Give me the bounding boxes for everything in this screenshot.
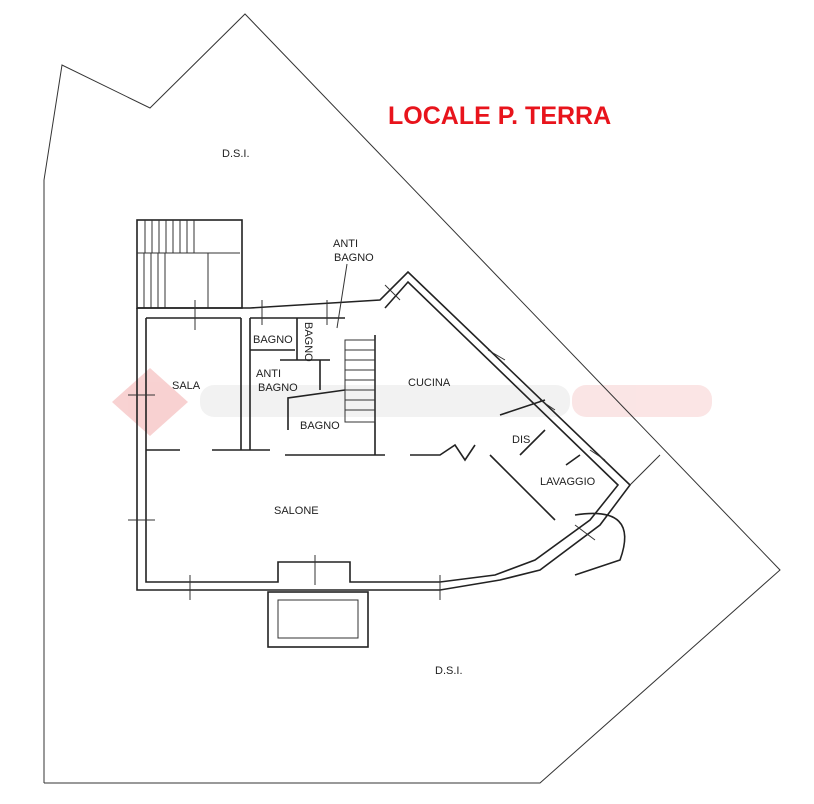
watermark-band-1 (200, 385, 570, 417)
room-dis: DIS (512, 434, 530, 446)
room-lavaggio: LAVAGGIO (540, 476, 596, 488)
room-bagno-2: BAGNO (302, 322, 314, 362)
room-anti-bagno-2-line1: ANTI (333, 238, 358, 250)
watermark-logo-icon (112, 368, 188, 436)
window-marks (128, 284, 606, 600)
room-cucina: CUCINA (408, 377, 451, 389)
entrance-stairs (136, 219, 243, 309)
building-walls (136, 270, 661, 648)
room-bagno-3: BAGNO (300, 420, 340, 432)
room-anti-bagno-1-line1: ANTI (256, 368, 281, 380)
watermark (112, 368, 712, 436)
room-bagno-1: BAGNO (253, 334, 293, 346)
watermark-band-2 (572, 385, 712, 417)
plan-title: LOCALE P. TERRA (388, 102, 611, 130)
lot-boundary (43, 13, 781, 784)
room-anti-bagno-1-line2: BAGNO (258, 382, 298, 394)
room-salone: SALONE (274, 505, 319, 517)
room-sala: SALA (172, 380, 201, 392)
area-dsi-top: D.S.I. (222, 148, 250, 160)
room-anti-bagno-2-line2: BAGNO (334, 252, 374, 264)
area-dsi-bottom: D.S.I. (435, 665, 463, 677)
